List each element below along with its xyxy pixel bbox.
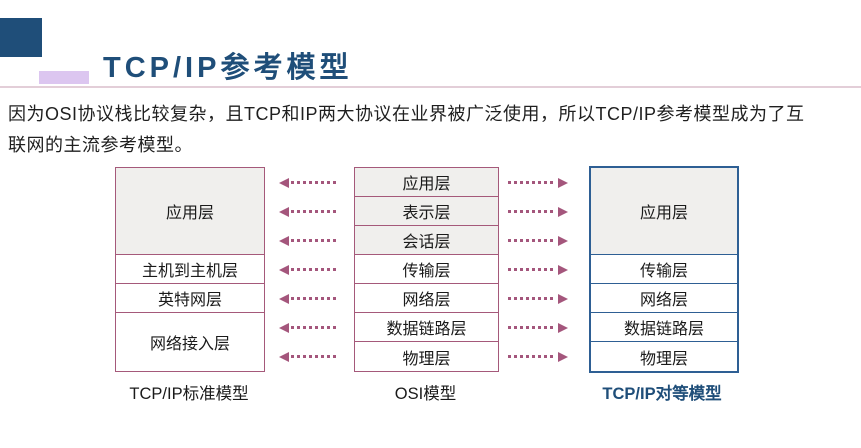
layer-cell-network: 网络层	[355, 284, 498, 313]
dotted-arrow-left-icon	[279, 322, 339, 333]
layer-cell-transport: 传输层	[591, 255, 737, 284]
body-line-1: 因为OSI协议栈比较复杂，且TCP和IP两大协议在业界被广泛使用，所以TCP/I…	[8, 104, 805, 124]
layer-cell-network-access: 网络接入层	[116, 313, 264, 371]
layer-cell-application: 应用层	[591, 168, 737, 255]
dotted-arrow-left-icon	[279, 293, 339, 304]
dotted-arrow-left-icon	[279, 177, 339, 188]
header-divider	[0, 86, 861, 88]
osi-to-peer-arrows	[508, 168, 570, 371]
layer-cell-internet: 英特网层	[116, 284, 264, 313]
caption-tcpip-peer-model: TCP/IP对等模型	[602, 385, 722, 403]
dotted-arrow-right-icon	[508, 264, 568, 275]
body-paragraph: 因为OSI协议栈比较复杂，且TCP和IP两大协议在业界被广泛使用，所以TCP/I…	[8, 99, 856, 161]
dotted-arrow-right-icon	[508, 293, 568, 304]
layer-cell-host-to-host: 主机到主机层	[116, 255, 264, 284]
layer-cell-session: 会话层	[355, 226, 498, 255]
layer-cell-presentation: 表示层	[355, 197, 498, 226]
page-title: TCP/IP参考模型	[103, 52, 353, 84]
layer-cell-physical: 物理层	[355, 342, 498, 371]
layer-cell-data-link: 数据链路层	[591, 313, 737, 342]
body-line-2: 联网的主流参考模型。	[8, 135, 193, 155]
dotted-arrow-right-icon	[508, 322, 568, 333]
layer-cell-network: 网络层	[591, 284, 737, 313]
dotted-arrow-left-icon	[279, 235, 339, 246]
header-lavender-bar	[39, 71, 89, 84]
dotted-arrow-left-icon	[279, 264, 339, 275]
caption-osi-model: OSI模型	[394, 385, 457, 403]
dotted-arrow-right-icon	[508, 206, 568, 217]
layer-cell-application: 应用层	[355, 168, 498, 197]
layer-cell-data-link: 数据链路层	[355, 313, 498, 342]
caption-tcpip-standard-model: TCP/IP标准模型	[129, 385, 249, 403]
tcpip-peer-model-table: 应用层 传输层 网络层 数据链路层 物理层	[589, 166, 739, 373]
layer-cell-application: 应用层	[116, 168, 264, 255]
tcpip-standard-model-table: 应用层 主机到主机层 英特网层 网络接入层	[115, 167, 265, 372]
dotted-arrow-right-icon	[508, 351, 568, 362]
dotted-arrow-left-icon	[279, 351, 339, 362]
dotted-arrow-right-icon	[508, 235, 568, 246]
dotted-arrow-left-icon	[279, 206, 339, 217]
osi-to-standard-arrows	[279, 168, 341, 371]
osi-model-table: 应用层 表示层 会话层 传输层 网络层 数据链路层 物理层	[354, 167, 499, 372]
layer-cell-physical: 物理层	[591, 342, 737, 371]
dotted-arrow-right-icon	[508, 177, 568, 188]
header-blue-square	[0, 18, 42, 57]
layer-cell-transport: 传输层	[355, 255, 498, 284]
